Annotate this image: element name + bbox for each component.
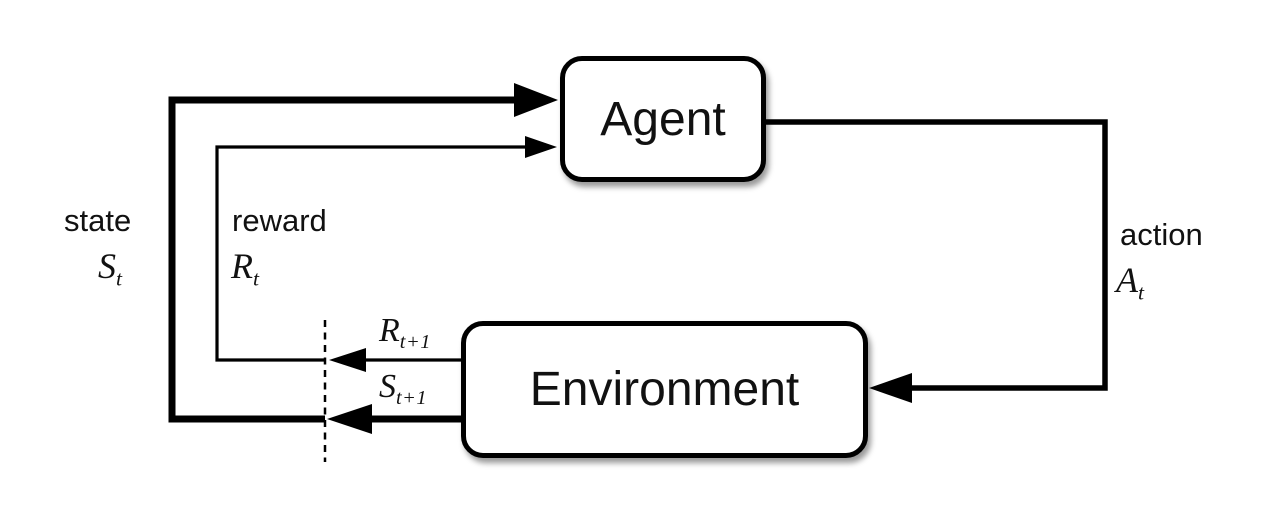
next-reward-subscript: t+1: [399, 331, 431, 354]
state-symbol-subscript: t: [116, 266, 123, 291]
action-loop-line: [761, 119, 1108, 391]
state-word-label: state: [64, 203, 132, 238]
reward-symbol-subscript: t: [253, 266, 260, 291]
state-symbol-base: S: [98, 246, 116, 286]
next-state-base: S: [379, 368, 396, 405]
reward-arrowhead-into-agent: [525, 136, 557, 158]
action-symbol-base: A: [1116, 260, 1138, 300]
agent-box: Agent: [560, 56, 766, 182]
environment-box: Environment: [461, 321, 868, 458]
reward-symbol-base: R: [231, 246, 253, 286]
next-reward-symbol-label: Rt+1: [379, 312, 431, 354]
reward-word-label: reward: [232, 203, 327, 238]
action-symbol-label: At: [1116, 259, 1145, 303]
action-word-label: action: [1120, 217, 1203, 252]
reward-symbol-label: Rt: [231, 245, 260, 289]
next-reward-base: R: [379, 312, 400, 349]
reward-loop-line: [215, 145, 527, 362]
action-arrowhead-into-environment: [869, 373, 912, 403]
action-symbol-subscript: t: [1138, 280, 1145, 305]
next-state-subscript: t+1: [396, 387, 428, 410]
state-loop-line: [168, 96, 516, 423]
state-arrowhead-into-agent: [514, 83, 558, 117]
environment-box-label: Environment: [529, 363, 800, 416]
next-state-symbol-label: St+1: [379, 368, 428, 410]
agent-box-label: Agent: [600, 92, 726, 146]
next-reward-arrowhead: [329, 348, 366, 372]
state-symbol-label: St: [98, 245, 123, 289]
next-state-arrowhead: [327, 404, 372, 434]
